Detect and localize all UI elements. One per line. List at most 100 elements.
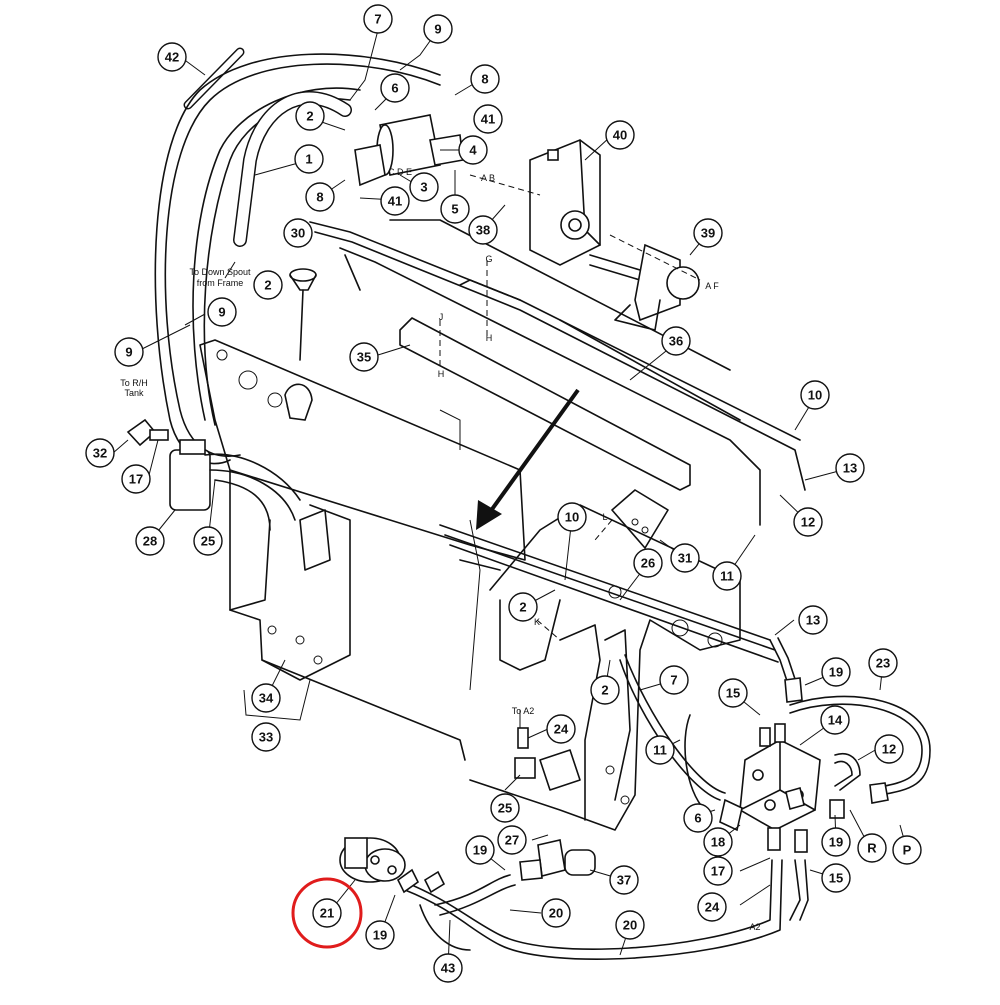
callout-circle bbox=[380, 186, 410, 216]
callout-c1: 1 bbox=[294, 144, 324, 174]
callout-circle bbox=[590, 675, 620, 705]
callout-circle bbox=[892, 835, 922, 865]
callout-circle bbox=[295, 101, 325, 131]
note-to-down-spout-2: from Frame bbox=[197, 278, 244, 288]
callout-label: 19 bbox=[829, 665, 843, 680]
hose-12-lower bbox=[834, 753, 861, 791]
callout-circle bbox=[609, 865, 639, 895]
callout-c26: 26 bbox=[633, 548, 663, 578]
callout-circle bbox=[683, 803, 713, 833]
callout-c13a: 13 bbox=[835, 453, 865, 483]
callout-cP: P bbox=[892, 835, 922, 865]
callout-circle bbox=[363, 4, 393, 34]
callout-label: 1 bbox=[305, 152, 312, 167]
callout-label: 3 bbox=[420, 180, 427, 195]
callout-circle bbox=[473, 104, 503, 134]
callout-label: 23 bbox=[876, 656, 890, 671]
callout-c11a: 11 bbox=[712, 561, 742, 591]
callout-label: 19 bbox=[829, 835, 843, 850]
callout-label: 21 bbox=[320, 906, 334, 921]
callout-circle bbox=[659, 665, 689, 695]
callout-c19b: 19 bbox=[821, 827, 851, 857]
callout-c10b: 10 bbox=[557, 502, 587, 532]
callout-c37: 37 bbox=[609, 865, 639, 895]
rod-42 bbox=[183, 47, 245, 110]
callout-c2b: 2 bbox=[253, 270, 283, 300]
callout-c2d: 2 bbox=[590, 675, 620, 705]
callout-c20a: 20 bbox=[541, 898, 571, 928]
callout-label: 28 bbox=[143, 534, 157, 549]
callout-circle bbox=[423, 14, 453, 44]
callout-c9a: 9 bbox=[423, 14, 453, 44]
callout-circle bbox=[820, 705, 850, 735]
callout-c33: 33 bbox=[251, 722, 281, 752]
hydraulic-pump-3 bbox=[354, 114, 464, 187]
callout-circle bbox=[251, 722, 281, 752]
note-ab: A B bbox=[481, 173, 495, 183]
callout-label: 24 bbox=[554, 722, 569, 737]
callout-circle bbox=[615, 910, 645, 940]
left-valve-cluster bbox=[204, 453, 301, 531]
fitting-24-25 bbox=[514, 710, 536, 779]
callout-circle bbox=[207, 297, 237, 327]
callout-circle bbox=[798, 605, 828, 635]
callout-label: 20 bbox=[549, 906, 563, 921]
left-chassis-plate bbox=[199, 339, 526, 761]
callout-c2c: 2 bbox=[508, 592, 538, 622]
callout-c43: 43 bbox=[433, 953, 463, 983]
callout-c19c: 19 bbox=[465, 835, 495, 865]
callout-circle bbox=[557, 502, 587, 532]
callout-label: 25 bbox=[201, 534, 215, 549]
fittings-19-lower bbox=[396, 868, 446, 894]
callout-c21: 21 bbox=[312, 898, 342, 928]
callout-label: 33 bbox=[259, 730, 273, 745]
callout-c38: 38 bbox=[468, 215, 498, 245]
callout-c31: 31 bbox=[670, 543, 700, 573]
callout-c18: 18 bbox=[703, 827, 733, 857]
callout-circle bbox=[670, 543, 700, 573]
pressure-hose-23 bbox=[789, 695, 931, 804]
callout-c20b: 20 bbox=[615, 910, 645, 940]
callout-label: 7 bbox=[374, 12, 381, 27]
note-h: H bbox=[486, 333, 493, 343]
callout-label: 43 bbox=[441, 961, 455, 976]
callout-label: 32 bbox=[93, 446, 107, 461]
callout-circle bbox=[85, 438, 115, 468]
callout-circle bbox=[546, 714, 576, 744]
callout-c6b: 6 bbox=[683, 803, 713, 833]
callout-c7b: 7 bbox=[659, 665, 689, 695]
callout-circle bbox=[703, 856, 733, 886]
callout-label: 7 bbox=[670, 673, 677, 688]
callout-circle bbox=[468, 215, 498, 245]
callout-label: 6 bbox=[694, 811, 701, 826]
callout-c15a: 15 bbox=[718, 678, 748, 708]
callout-label: 2 bbox=[601, 683, 608, 698]
callout-label: 20 bbox=[623, 918, 637, 933]
note-h2: H bbox=[438, 369, 445, 379]
callout-c24a: 24 bbox=[546, 714, 576, 744]
note-to-a2: To A2 bbox=[512, 706, 535, 716]
callout-c42: 42 bbox=[157, 42, 187, 72]
note-to-rh-tank-1: To R/H bbox=[120, 378, 148, 388]
callout-c39: 39 bbox=[693, 218, 723, 248]
solenoid-37 bbox=[519, 839, 596, 881]
hydraulic-motor-21 bbox=[339, 837, 406, 883]
callout-c35: 35 bbox=[349, 342, 379, 372]
callout-circle bbox=[857, 833, 887, 863]
callout-circle bbox=[193, 526, 223, 556]
callout-circle bbox=[251, 683, 281, 713]
callout-label: 36 bbox=[669, 334, 683, 349]
note-cde: C D E bbox=[388, 167, 412, 177]
callout-c24b: 24 bbox=[697, 892, 727, 922]
callout-circle bbox=[605, 120, 635, 150]
callout-circle bbox=[793, 507, 823, 537]
callout-circle bbox=[283, 218, 313, 248]
callout-circle bbox=[821, 863, 851, 893]
callout-circle bbox=[465, 835, 495, 865]
note-a2: A2 bbox=[749, 922, 760, 932]
callout-label: 10 bbox=[808, 388, 822, 403]
callout-circle bbox=[497, 825, 527, 855]
callout-c19d: 19 bbox=[365, 920, 395, 950]
callout-c8b: 8 bbox=[305, 182, 335, 212]
